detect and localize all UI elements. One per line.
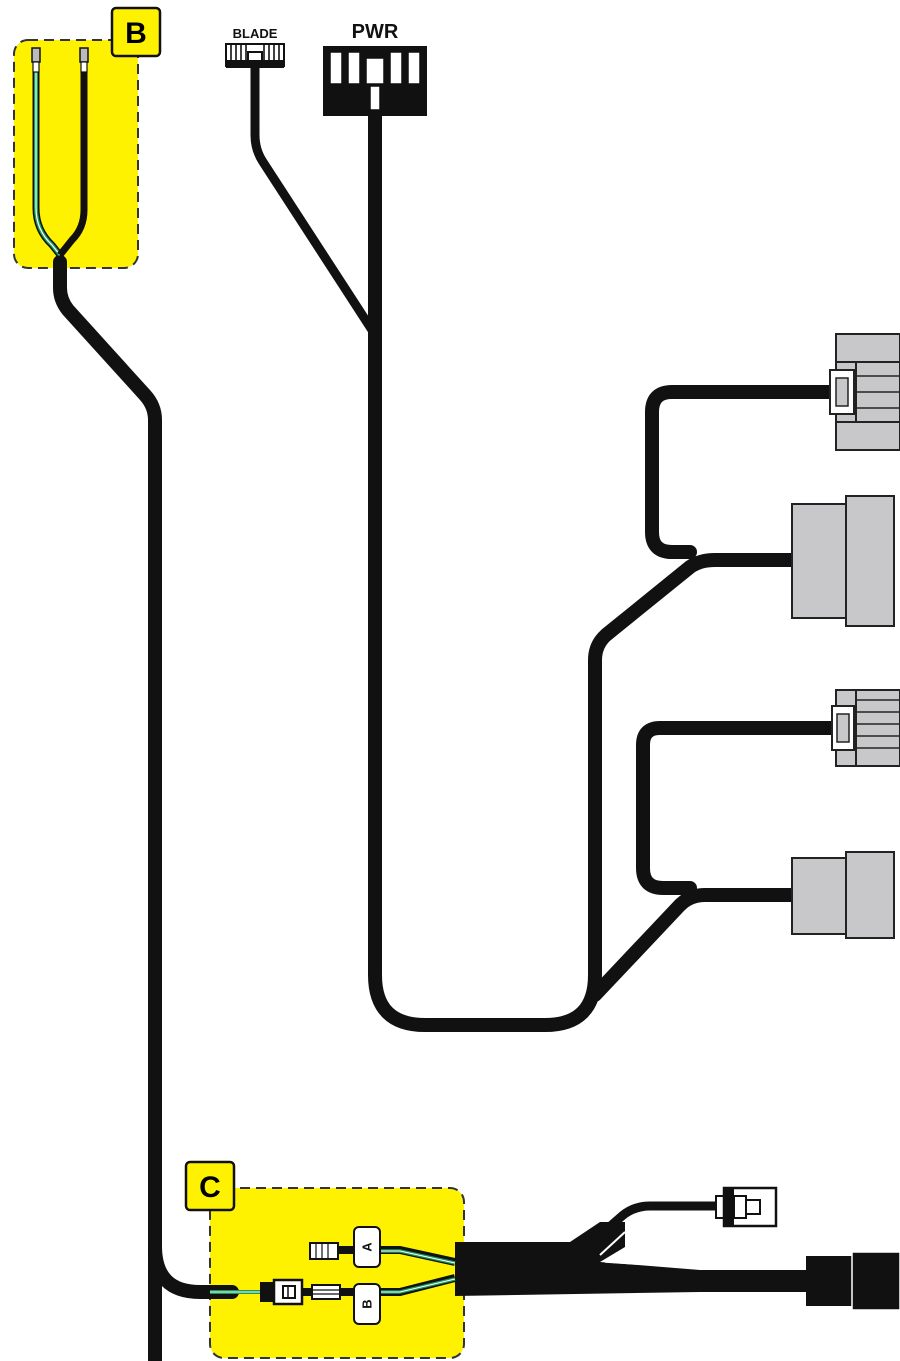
loop-lower-wire [636, 721, 845, 895]
callout-b-label: B [125, 17, 147, 50]
gray-connector-2-face [845, 495, 895, 627]
bundle-split-line [599, 1231, 626, 1256]
inline-connector-left [260, 1282, 274, 1302]
end-connector-body [806, 1256, 856, 1306]
pwr-connector: PWR [323, 21, 427, 116]
tag-b-label: B [360, 1299, 375, 1308]
callout-b-box [110, 6, 162, 58]
pwr-slot-4 [407, 51, 421, 85]
blade-connector: BLADE [225, 26, 285, 68]
small-connector-band [724, 1188, 734, 1226]
gray-connector-1 [829, 333, 900, 451]
trunk-left-bend-to-c [148, 1193, 239, 1299]
tag-a-label: A [360, 1242, 375, 1252]
blade-label: BLADE [233, 26, 278, 41]
terminal-a [309, 1242, 339, 1260]
pwr-slot-3 [389, 51, 403, 85]
pwr-trunk-wire [368, 103, 805, 1032]
terminal-b [311, 1284, 341, 1300]
zone-c-highlight [209, 1187, 465, 1359]
gray-connector-4 [791, 851, 895, 939]
callout-c-box [184, 1160, 236, 1212]
zone-c-harness: A B [210, 1186, 900, 1325]
pwr-slot-2 [347, 51, 361, 85]
end-connector-face [851, 1251, 900, 1311]
bundle-split-line-2 [604, 1261, 701, 1269]
terminal-sleeve-left [32, 61, 40, 73]
pwr-latch-stem [369, 85, 381, 111]
loop-upper-wire [645, 385, 845, 559]
branch-small-connector-wire [585, 1201, 725, 1249]
branch-lower-wire [588, 888, 805, 1002]
gray-connector-4-body [791, 857, 853, 935]
gray-connector-2 [791, 495, 895, 627]
black-wire-b [57, 70, 88, 258]
pwr-label: PWR [352, 21, 399, 43]
tag-b [353, 1283, 381, 1325]
gray-connector-2-body [791, 503, 853, 619]
terminal-sleeve-right [80, 61, 88, 73]
trunk-left-wire [53, 255, 162, 1361]
zone-b-highlight [13, 39, 139, 269]
zone-c: C [184, 1160, 465, 1359]
bundle-right [455, 1222, 810, 1296]
zone-b: B [13, 6, 162, 269]
terminal-pin-right [79, 47, 89, 63]
terminal-pin-left [31, 47, 41, 63]
green-wire-stripe [35, 70, 61, 256]
blade-wire [250, 63, 377, 335]
zone-b-wires [31, 47, 89, 258]
tag-a [353, 1226, 381, 1268]
gray-connector-3 [831, 689, 900, 767]
pwr-latch [365, 57, 385, 85]
callout-c-label: C [199, 1171, 221, 1204]
blade-connector-base [226, 60, 284, 68]
gray-connector-4-face [845, 851, 895, 939]
pwr-slot-1 [329, 51, 343, 85]
